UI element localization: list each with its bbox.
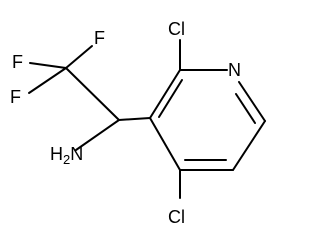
atom-n-ring: N	[228, 60, 241, 80]
structure-diagram: F F F N Cl Cl H2N	[10, 19, 266, 227]
atom-f-mid: F	[10, 87, 21, 107]
bond-c3-c2	[149, 69, 181, 119]
bond-cf3-f-left	[29, 62, 67, 69]
bond-n1-c6	[238, 81, 266, 122]
bond-cf3-f-top	[65, 45, 93, 69]
bond-c6-c5	[232, 120, 266, 171]
amine-subscript: 2	[63, 152, 70, 167]
bond-c3-c2-inner	[158, 79, 183, 118]
amine-label: H2N	[50, 144, 83, 167]
atom-f-top: F	[94, 28, 105, 48]
atom-cl-4: Cl	[168, 207, 185, 227]
bond-cf3-ch	[65, 67, 120, 121]
atom-f-left: F	[12, 52, 23, 72]
amine-n: N	[70, 144, 83, 164]
atom-cl-2: Cl	[168, 19, 185, 39]
bond-n1-c6-inner	[235, 93, 256, 124]
atom-labels: F F F N Cl Cl H2N	[10, 19, 241, 227]
amine-h: H	[50, 144, 63, 164]
bond-c4-c3	[149, 117, 181, 171]
bond-ch-nh2	[75, 119, 120, 151]
bond-cf3-f-mid	[28, 67, 67, 94]
bond-ch-c3	[118, 117, 151, 121]
bonds	[28, 39, 266, 199]
